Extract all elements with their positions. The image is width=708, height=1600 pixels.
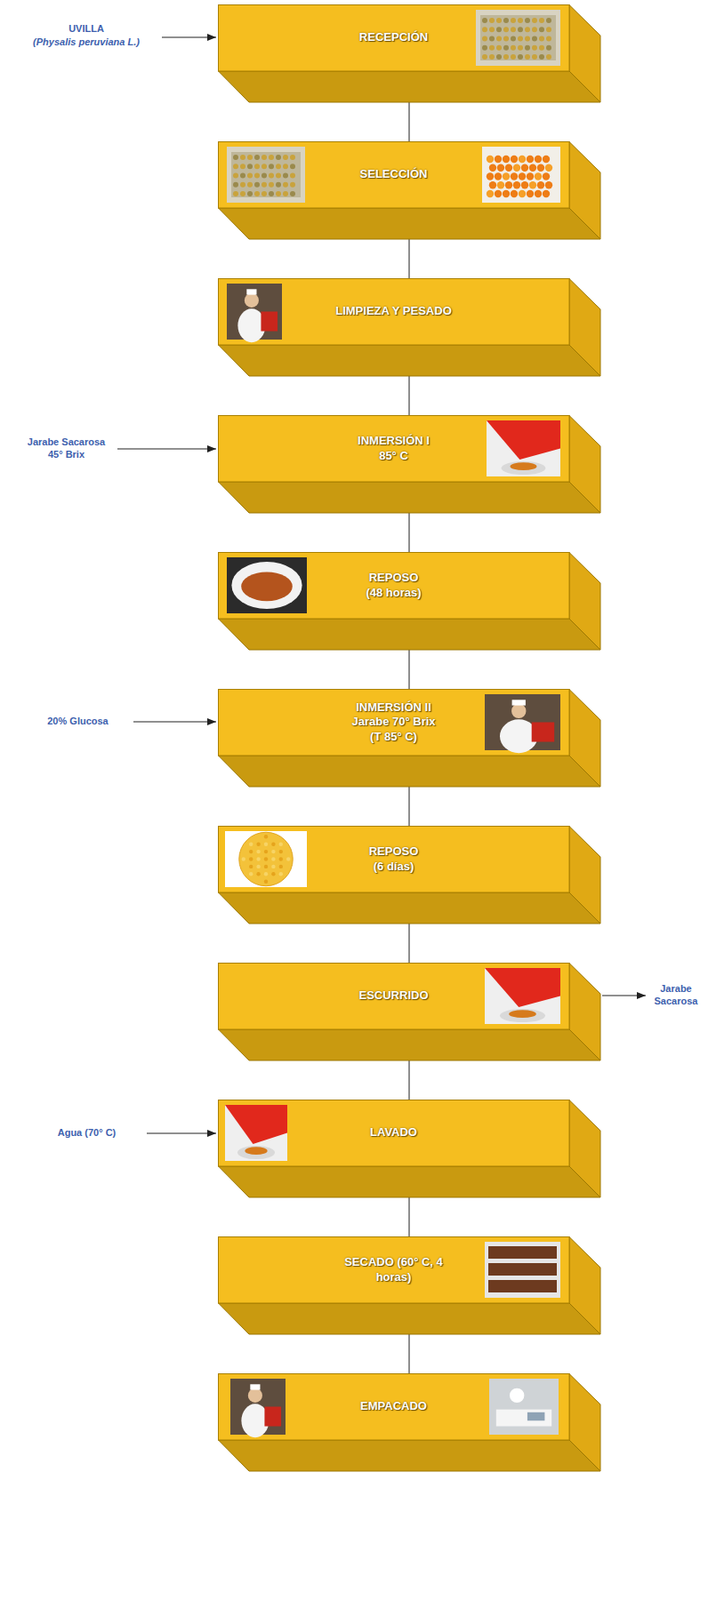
box-label: REPOSO (48 horas) (359, 571, 429, 601)
flow-connector (408, 1335, 410, 1375)
box-3d-shape (217, 1237, 602, 1336)
flow-input-label: Jarabe Sacarosa (648, 983, 704, 1009)
box-label: RECEPCIÓN (359, 30, 428, 45)
input-arrow (117, 448, 217, 450)
photo (484, 694, 561, 754)
box-label-area: REPOSO (6 días) (308, 826, 479, 894)
box-label: SELECCIÓN (360, 167, 428, 182)
photo (226, 557, 307, 614)
photo (475, 9, 561, 66)
flow-connector (408, 1061, 410, 1101)
photo (225, 1105, 288, 1162)
process-box: INMERSIÓN II Jarabe 70° Brix (T 85° C) (217, 689, 601, 788)
flow-connector (408, 102, 410, 142)
flow-connector (408, 787, 410, 827)
photo (482, 146, 561, 203)
box-label-area: SELECCIÓN (308, 141, 479, 209)
box-3d-shape (217, 552, 602, 652)
box-label: REPOSO (6 días) (363, 844, 425, 875)
box-label-area: LIMPIEZA Y PESADO (308, 278, 479, 346)
box-label-area: LAVADO (308, 1100, 479, 1167)
flow-input-label: Jarabe Sacarosa 45° Brix (19, 436, 113, 462)
box-label: EMPACADO (360, 1399, 427, 1415)
process-box: SECADO (60° C, 4 horas) (217, 1237, 601, 1336)
box-label-area: REPOSO (48 horas) (308, 552, 479, 620)
box-label-area: RECEPCIÓN (308, 4, 479, 72)
box-3d-shape (217, 826, 602, 926)
box-label: INMERSIÓN II Jarabe 70° Brix (T 85° C) (345, 700, 443, 745)
process-box: SELECCIÓN (217, 141, 601, 240)
process-box: LIMPIEZA Y PESADO (217, 278, 601, 377)
box-3d-shape (217, 4, 602, 104)
input-arrow (161, 36, 217, 38)
box-3d-shape (217, 141, 602, 241)
flow-input-label: Agua (70° C) (31, 1127, 143, 1141)
photo (484, 968, 561, 1025)
box-3d-shape (217, 1374, 602, 1473)
box-label-area: ESCURRIDO (308, 963, 479, 1030)
process-box: EMPACADO (217, 1374, 601, 1473)
process-box: LAVADO (217, 1100, 601, 1199)
box-label: LAVADO (370, 1126, 418, 1141)
flow-input-label: UVILLA (10, 23, 162, 36)
box-label: SECADO (60° C, 4 horas) (344, 1255, 444, 1286)
flow-connector (408, 513, 410, 553)
box-label: ESCURRIDO (358, 989, 428, 1004)
photo (230, 1379, 286, 1439)
process-box: INMERSIÓN I 85° C (217, 415, 601, 514)
photo (226, 283, 282, 343)
flow-connector (408, 376, 410, 416)
box-label-area: EMPACADO (308, 1374, 479, 1441)
photo (226, 146, 306, 203)
output-arrow (602, 995, 646, 997)
process-box: REPOSO (48 horas) (217, 552, 601, 651)
photo (486, 420, 561, 477)
box-label: LIMPIEZA Y PESADO (335, 304, 452, 319)
input-arrow (146, 1133, 217, 1135)
box-3d-shape (217, 1100, 602, 1199)
flow-input-label: 20% Glucosa (26, 716, 129, 729)
flow-connector (408, 650, 410, 690)
process-box: ESCURRIDO (217, 963, 601, 1062)
photo (489, 1379, 559, 1436)
flow-connector (408, 239, 410, 279)
flow-input-label: (Physalis peruviana L.) (10, 36, 162, 49)
box-3d-shape (217, 415, 602, 515)
process-box: RECEPCIÓN (217, 4, 601, 103)
process-box: REPOSO (6 días) (217, 826, 601, 925)
input-arrow (133, 721, 217, 723)
box-3d-shape (217, 963, 602, 1062)
box-label: INMERSIÓN I 85° C (349, 434, 439, 464)
box-3d-shape (217, 278, 602, 378)
flow-connector (408, 924, 410, 964)
box-label-area: INMERSIÓN I 85° C (308, 415, 479, 483)
photo (484, 1242, 561, 1299)
box-label-area: INMERSIÓN II Jarabe 70° Brix (T 85° C) (308, 689, 479, 757)
box-label-area: SECADO (60° C, 4 horas) (308, 1237, 479, 1304)
photo (225, 831, 307, 888)
flow-connector (408, 1198, 410, 1238)
